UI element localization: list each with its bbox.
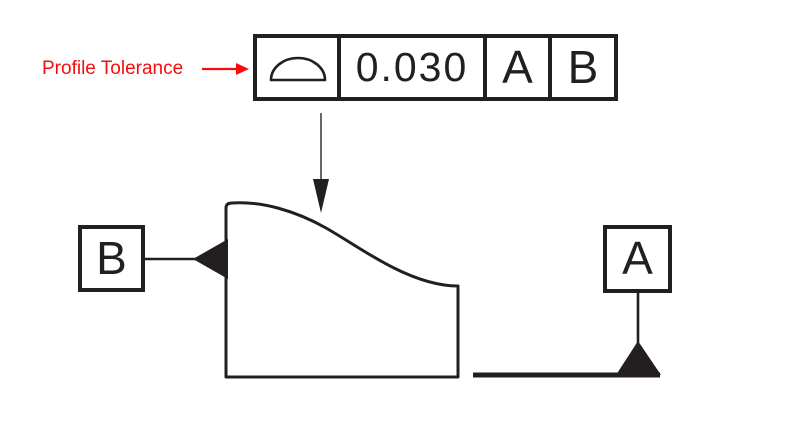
datum-a-triangle-icon <box>616 341 661 375</box>
profile-tolerance-label: Profile Tolerance <box>42 57 184 79</box>
datum-feature-b <box>78 225 228 292</box>
leader-arrow-head <box>313 179 329 213</box>
feature-control-frame <box>253 34 618 101</box>
datum-a-label: A <box>622 232 653 284</box>
datum-b-label: B <box>96 231 127 284</box>
leader-arrow-icon <box>313 113 329 213</box>
callout-arrow-icon <box>202 63 249 75</box>
callout-arrow-head <box>236 63 249 75</box>
feature-control-frame-border <box>253 34 618 101</box>
datum-b-triangle-icon <box>193 239 228 279</box>
part-outline <box>224 201 460 379</box>
tolerance-value: 0.030 <box>355 43 469 90</box>
frame-datum-ref-a: A <box>502 41 533 93</box>
datum-b-box <box>78 225 145 292</box>
profile-of-surface-icon <box>269 56 327 82</box>
frame-datum-ref-b: B <box>567 41 599 93</box>
datum-feature-a <box>473 225 672 378</box>
datum-a-box <box>603 225 672 293</box>
